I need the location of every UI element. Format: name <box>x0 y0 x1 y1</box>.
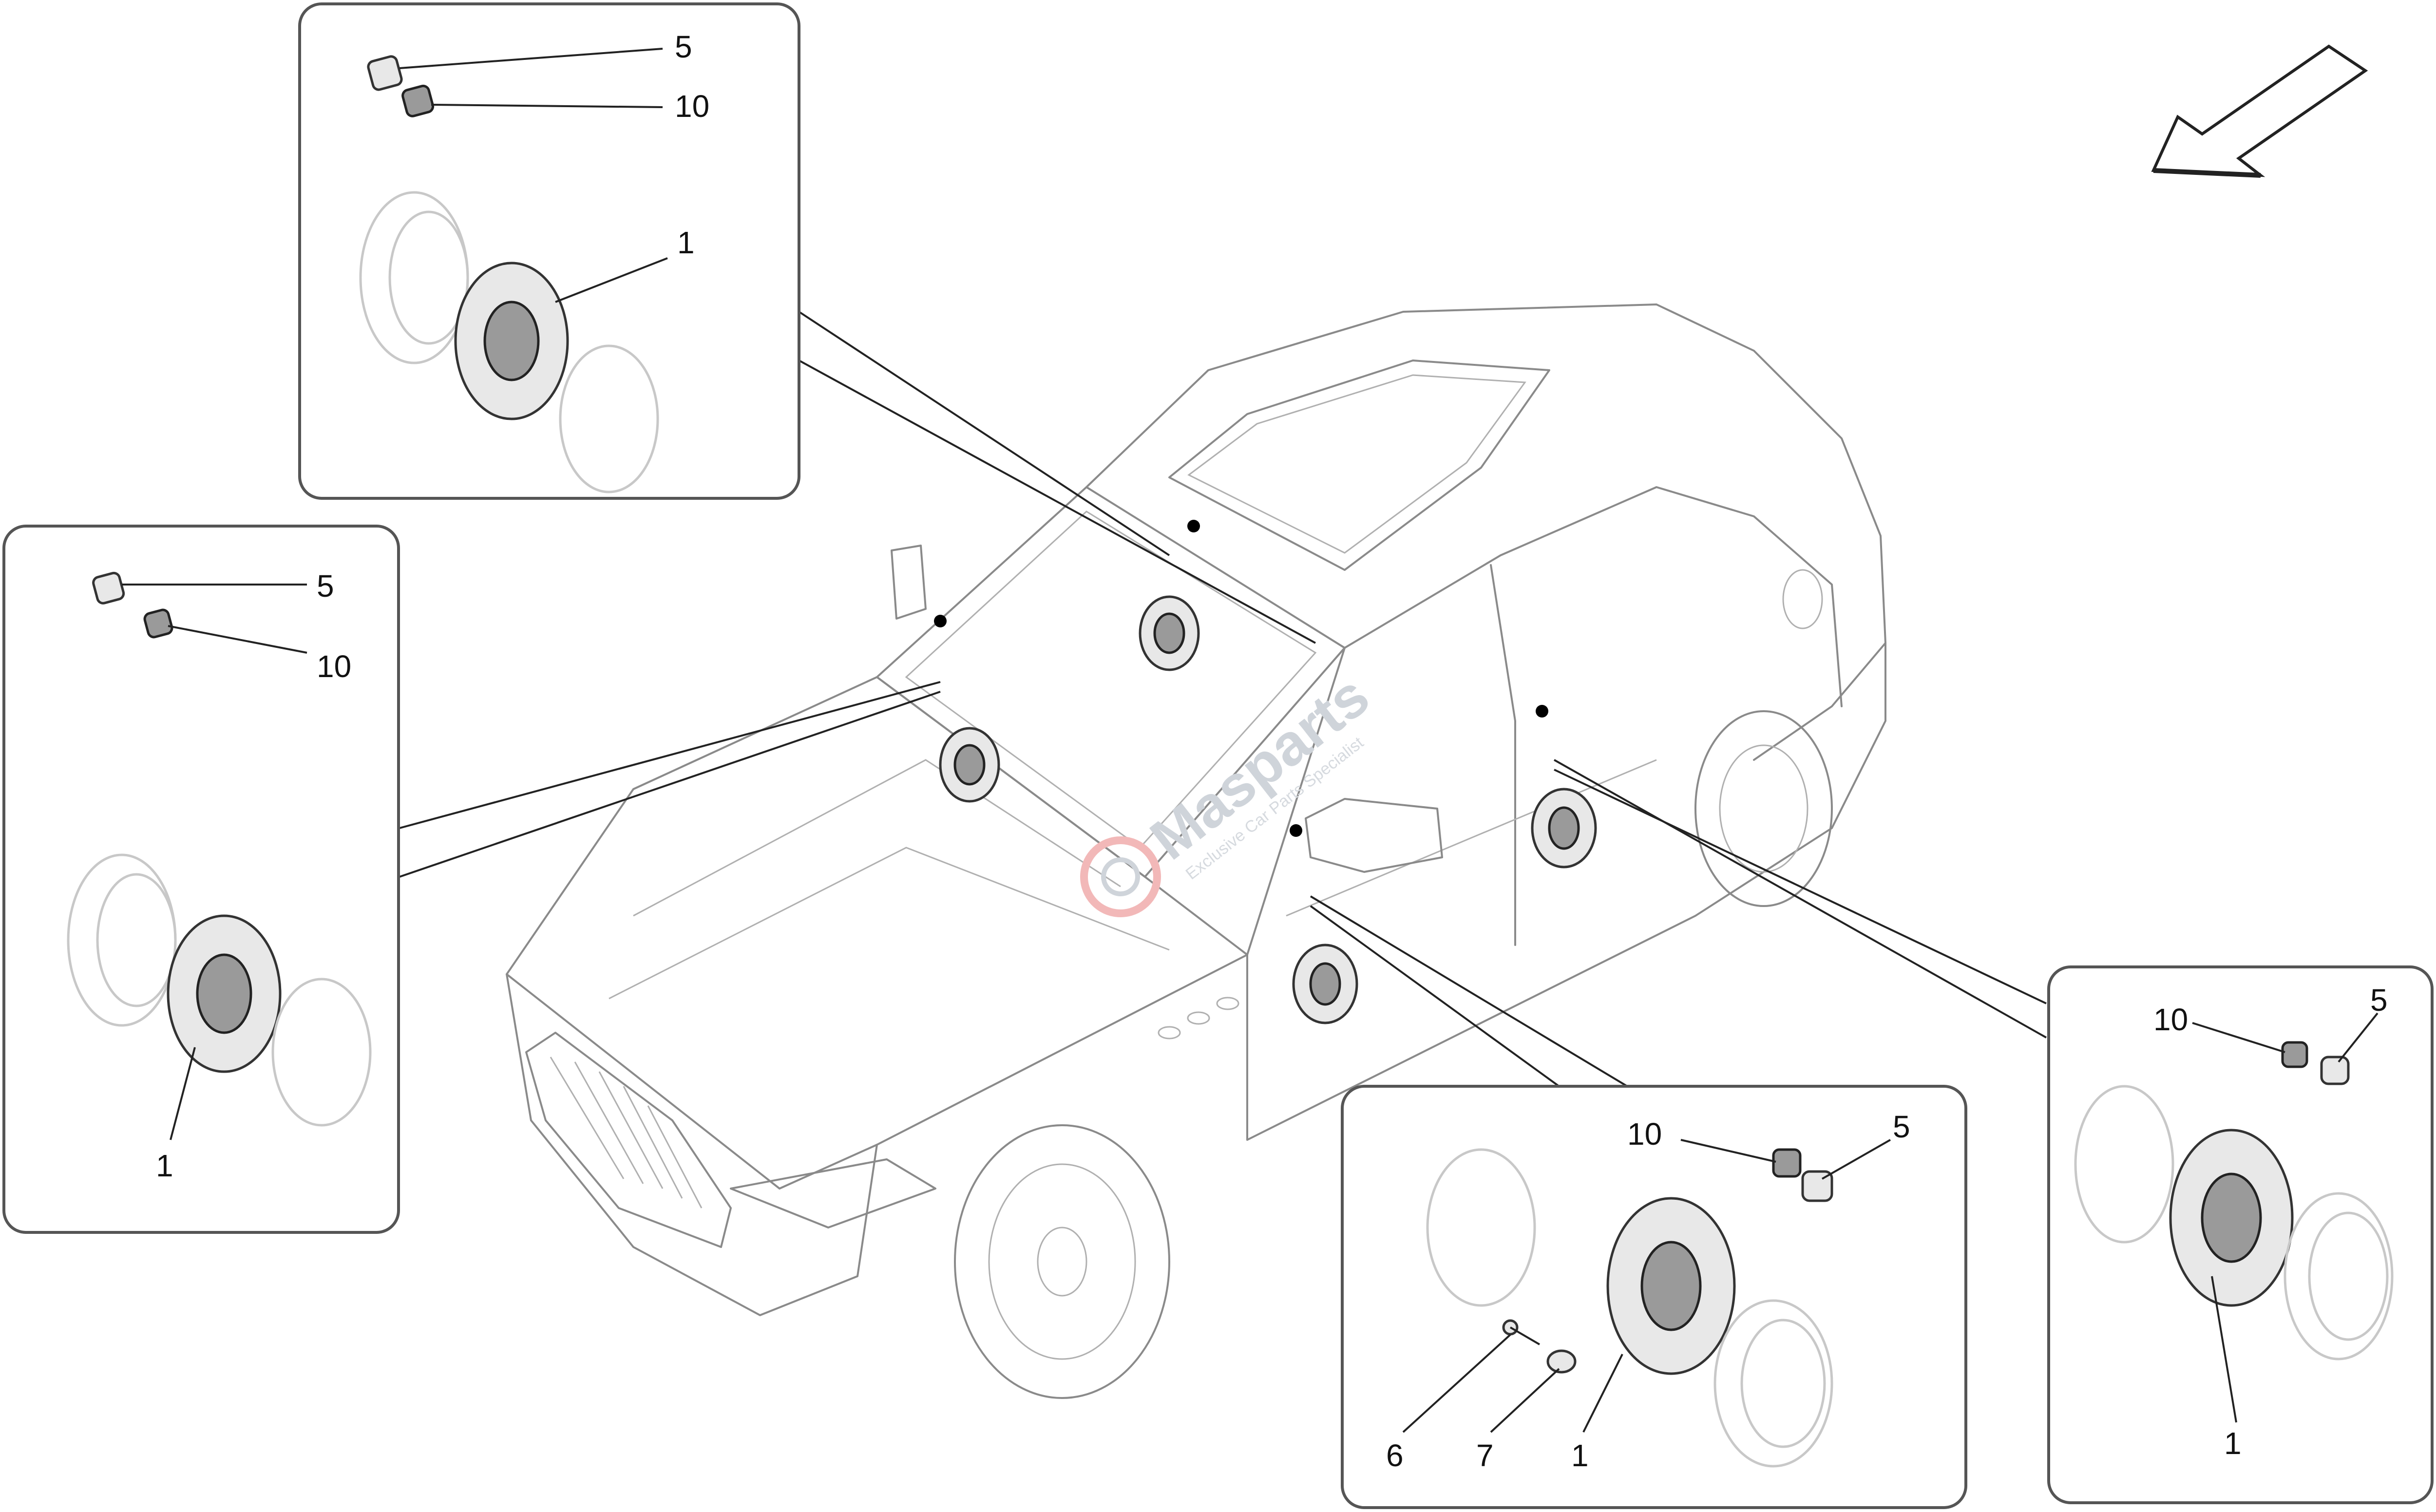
callout-1: 1 <box>1571 1438 1589 1473</box>
callout-7: 7 <box>1476 1438 1494 1473</box>
clip-nut-icon <box>1772 1148 1802 1178</box>
clip-nut-icon <box>92 571 125 605</box>
direction-arrow-icon <box>2151 44 2368 178</box>
callout-1: 1 <box>2224 1426 2242 1461</box>
callout-10: 10 <box>1627 1116 1662 1152</box>
callout-5: 5 <box>1893 1109 1910 1144</box>
callout-1: 1 <box>677 225 695 260</box>
inset-left: 5 10 1 <box>2 525 400 1234</box>
clip-nut-icon <box>2281 1041 2308 1068</box>
inset-bottom-center: 10 5 6 7 1 <box>1341 1085 1967 1509</box>
speaker-icon <box>1292 944 1358 1024</box>
speaker-spacer-icon <box>2284 1192 2394 1361</box>
car-speakers <box>939 595 1597 1024</box>
speaker-spacer-icon <box>1713 1299 1833 1468</box>
callout-5: 5 <box>675 29 692 64</box>
speaker-spacer-icon <box>359 191 469 364</box>
speaker-icon <box>1139 595 1200 671</box>
speaker-icon <box>454 262 569 420</box>
inset-leaders <box>399 311 2047 1087</box>
speaker-grille-ring-icon <box>2074 1085 2174 1244</box>
speaker-icon <box>167 914 282 1073</box>
speaker-spacer-icon <box>67 853 177 1027</box>
callout-10: 10 <box>675 89 709 124</box>
washer-icon <box>1546 1349 1577 1374</box>
speaker-grille-ring-icon <box>559 344 659 493</box>
callout-5: 5 <box>2370 983 2388 1018</box>
clip-nut-icon <box>143 608 173 639</box>
speaker-icon <box>1606 1197 1736 1375</box>
callout-10: 10 <box>317 649 351 684</box>
location-dots <box>934 520 1548 837</box>
screw-icon <box>1502 1319 1541 1345</box>
speaker-grille-ring-icon <box>1426 1148 1536 1307</box>
clip-nut-icon <box>2320 1056 2350 1085</box>
speaker-icon <box>1531 788 1597 869</box>
callout-5: 5 <box>317 568 334 604</box>
speaker-grille-ring-icon <box>271 978 372 1127</box>
clip-nut-icon <box>401 84 435 117</box>
callout-1: 1 <box>156 1148 173 1183</box>
callout-10: 10 <box>2153 1002 2188 1037</box>
speaker-icon <box>2169 1129 2294 1307</box>
inset-top-left: 5 10 1 <box>298 2 800 500</box>
clip-nut-icon <box>367 55 403 91</box>
clip-nut-icon <box>1801 1170 1833 1202</box>
speaker-icon <box>939 727 1000 803</box>
car-outline <box>506 303 1886 1399</box>
callout-6: 6 <box>1386 1438 1404 1473</box>
watermark-brand: Masparts <box>1139 662 1381 872</box>
inset-right: 10 5 1 <box>2047 965 2434 1504</box>
